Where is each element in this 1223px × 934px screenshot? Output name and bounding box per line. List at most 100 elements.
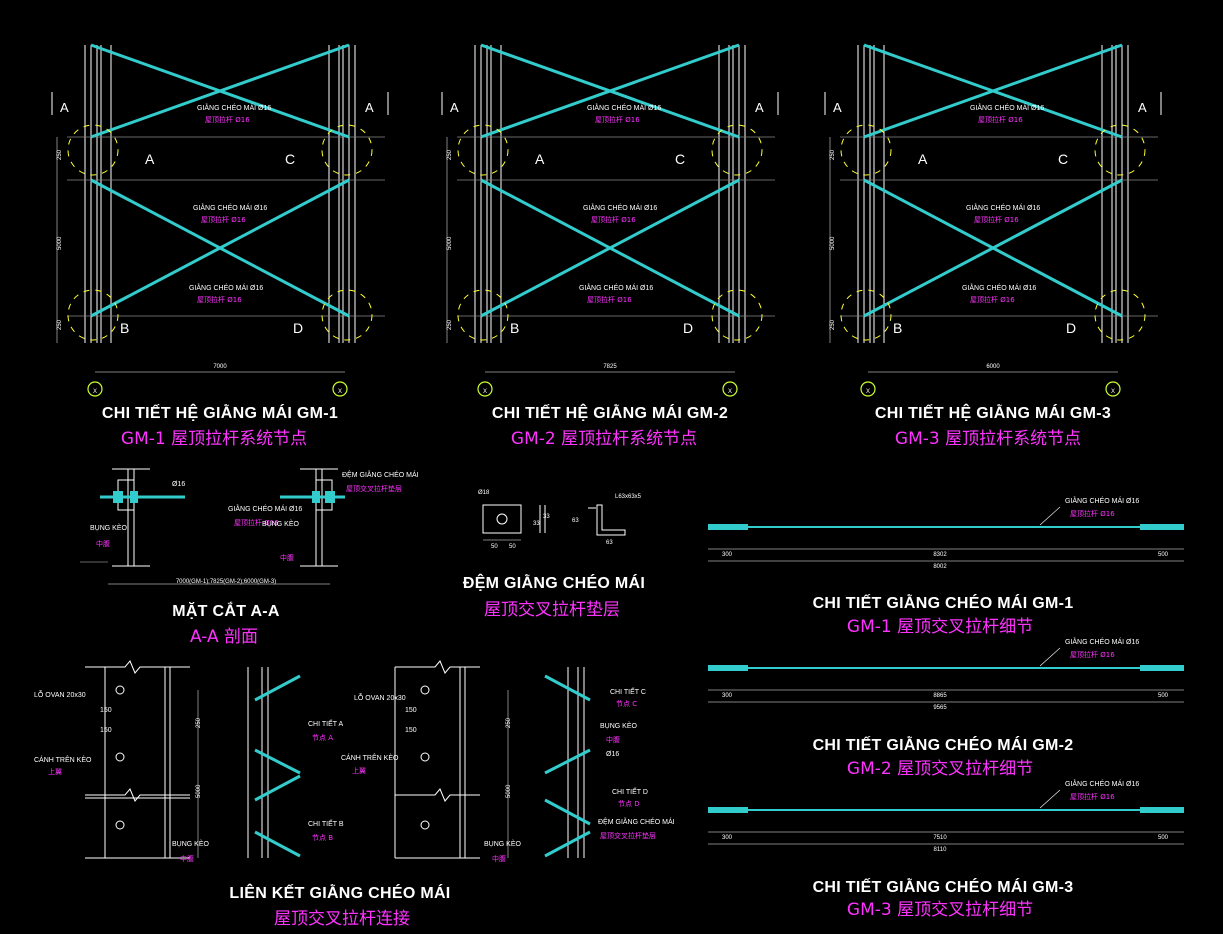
- dim-vertical: 250: [447, 149, 453, 160]
- rod-label: GIẰNG CHÉO MÁI Ø16: [1065, 496, 1139, 505]
- section-web-label-2: BỤNG KÈO: [262, 519, 300, 528]
- section-mark-right: A: [365, 100, 374, 115]
- section-web-label-cn: 中腹: [96, 539, 110, 548]
- conn-flange-2: CÁNH TRÊN KÈO: [341, 753, 399, 762]
- section-pad-label: ĐỆM GIẰNG CHÉO MÁI: [342, 470, 419, 479]
- section-mark-left: A: [833, 100, 842, 115]
- rod-thread-right: [1140, 807, 1184, 813]
- conn-rod: Ø16: [606, 751, 619, 758]
- rod-leader: [1039, 647, 1061, 667]
- conn-pad-cn: 屋顶交叉拉杆垫层: [600, 831, 656, 840]
- node-label-B: B: [120, 320, 129, 336]
- rod-dim-total: 8002: [933, 564, 947, 570]
- detail-circle: [711, 289, 763, 341]
- brace-label-cn: 屋顶拉杆 Ø16: [197, 295, 242, 304]
- brace-label-cn: 屋顶拉杆 Ø16: [591, 215, 636, 224]
- brace-rod: [90, 178, 350, 318]
- conn-detailA: CHI TIẾT A: [308, 718, 343, 728]
- pad-angle: L63x63x5: [615, 494, 642, 500]
- conn-web-1: BỤNG KÈO: [172, 839, 210, 848]
- axis-bubble: [477, 381, 493, 397]
- conn-flange-cn-1: 上翼: [48, 767, 62, 776]
- section-web-label-cn-2: 中腹: [280, 553, 294, 562]
- brace-label-cn: 屋顶拉杆 Ø16: [201, 215, 246, 224]
- brace-label-cn: 屋顶拉杆 Ø16: [595, 115, 640, 124]
- brace-label-cn: 屋顶拉杆 Ø16: [970, 295, 1015, 304]
- rod-thread-left: [708, 524, 748, 530]
- dim-vertical: 250: [830, 319, 836, 330]
- rod-dim-mid: 8302: [933, 552, 947, 558]
- conn-250-1: 250: [196, 717, 202, 728]
- rod-dim-mid: 8865: [933, 693, 947, 699]
- rod-thread-right: [1140, 665, 1184, 671]
- pad-detail: [482, 504, 626, 541]
- span-dim: 6000: [986, 364, 1000, 370]
- rod-dim-right: 500: [1158, 552, 1169, 558]
- axis-label: X: [866, 389, 870, 395]
- dim-vertical: 5000: [830, 236, 836, 250]
- pad-dim-2: 50: [509, 544, 516, 550]
- plan-2-title: CHI TIẾT HỆ GIẰNG MÁI GM-2: [492, 403, 728, 422]
- section-mark-right: A: [1138, 100, 1147, 115]
- rod-thread-right: [1140, 524, 1184, 530]
- plan-2-subtitle: GM-2 屋顶拉杆系统节点: [511, 429, 697, 449]
- axis-bubble: [1105, 381, 1121, 397]
- brace-label: GIẰNG CHÉO MÁI Ø16: [970, 103, 1044, 112]
- node-label-D: D: [683, 320, 693, 336]
- brace-label: GIẰNG CHÉO MÁI Ø16: [587, 103, 661, 112]
- section-nuts: [113, 491, 335, 503]
- conn-5000-1: 5000: [196, 784, 202, 798]
- detail-circle: [457, 124, 509, 176]
- rod-dim-left: 300: [722, 552, 733, 558]
- conn-150-3: 150: [405, 707, 417, 714]
- section-brace-label: GIẰNG CHÉO MÁI Ø16: [228, 504, 302, 513]
- plan-1-subtitle: GM-1 屋顶拉杆系统节点: [121, 429, 307, 449]
- brace-label-cn: 屋顶拉杆 Ø16: [205, 115, 250, 124]
- rod-dim-total: 8110: [934, 847, 948, 853]
- conn-detailD: CHI TIẾT D: [612, 786, 648, 796]
- plan-1-title: CHI TIẾT HỆ GIẰNG MÁI GM-1: [102, 403, 338, 422]
- pad-dim-4: 33: [543, 514, 550, 520]
- axis-label: X: [338, 389, 342, 395]
- brace-label: GIẰNG CHÉO MÁI Ø16: [583, 203, 657, 212]
- rod-1-subtitle: GM-1 屋顶交叉拉杆细节: [847, 617, 1033, 637]
- pad-dim-3: 33: [533, 521, 540, 527]
- node-label-C: C: [285, 151, 295, 167]
- pad-dim-6: 63: [606, 540, 613, 546]
- dim-vertical: 5000: [447, 236, 453, 250]
- detail-circle: [1094, 124, 1146, 176]
- section-mark-right: A: [755, 100, 764, 115]
- detail-circle: [321, 289, 373, 341]
- rod-dim-total: 9565: [933, 705, 947, 711]
- detail-circle: [457, 289, 509, 341]
- detail-circle: [711, 124, 763, 176]
- rod-dim-mid: 7510: [933, 835, 947, 841]
- connection-lines: [85, 660, 585, 859]
- brace-label-cn: 屋顶拉杆 Ø16: [978, 115, 1023, 124]
- connection-title: LIÊN KẾT GIẰNG CHÉO MÁI: [229, 883, 450, 902]
- node-label-B: B: [893, 320, 902, 336]
- plan-3-subtitle: GM-3 屋顶拉杆系统节点: [895, 429, 1081, 449]
- detail-circle: [321, 124, 373, 176]
- pad-dim-5: 63: [572, 518, 579, 524]
- node-label-A: A: [145, 151, 155, 167]
- node-label-A: A: [918, 151, 928, 167]
- conn-detailB: CHI TIẾT B: [308, 818, 344, 828]
- conn-web-cn-1: 中腹: [180, 854, 194, 863]
- node-label-B: B: [510, 320, 519, 336]
- conn-250-2: 250: [506, 717, 512, 728]
- rod-dim-right: 500: [1158, 693, 1169, 699]
- rod-label: GIẰNG CHÉO MÁI Ø16: [1065, 779, 1139, 788]
- rod-thread-left: [708, 665, 748, 671]
- detail-circle: [1094, 289, 1146, 341]
- axis-bubble: [332, 381, 348, 397]
- connection-subtitle: 屋顶交叉拉杆连接: [274, 909, 410, 929]
- axis-label: X: [728, 389, 732, 395]
- rod-label-cn: 屋顶拉杆 Ø16: [1070, 792, 1115, 801]
- conn-detailC-cn: 节点 C: [616, 700, 637, 708]
- conn-detailB-cn: 节点 B: [312, 834, 333, 842]
- brace-rod: [90, 43, 350, 139]
- conn-5000-2: 5000: [506, 784, 512, 798]
